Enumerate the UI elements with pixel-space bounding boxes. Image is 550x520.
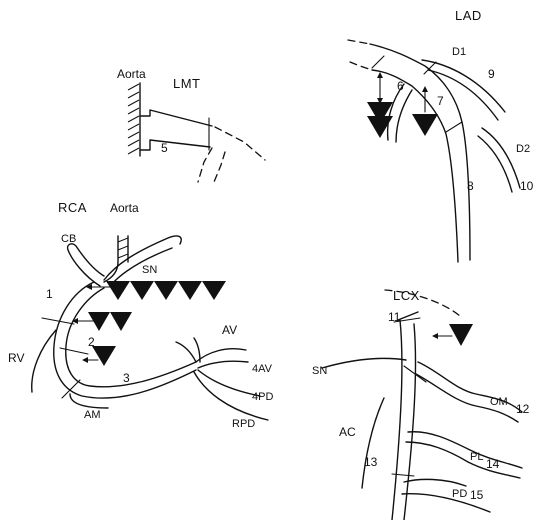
- lcx-sn-branch: [322, 358, 406, 368]
- lcx-panel: LCX SN AC OM PL PD 11 12 13 14 15: [312, 288, 530, 520]
- rca-segment-2-label: 2: [88, 335, 95, 349]
- rca-4pd-label: 4PD: [252, 391, 273, 403]
- rca-rv-branch: [32, 330, 56, 392]
- rca-aorta-hatching: [118, 238, 128, 258]
- lad-segment-7-label: 7: [437, 94, 444, 108]
- lcx-segment-12-label: 12: [516, 402, 530, 416]
- rca-4av-branch: [198, 361, 248, 368]
- lad-segment-tick-6: [372, 56, 384, 68]
- rca-segment-3-label: 3: [123, 371, 130, 385]
- rca-am-label: AM: [84, 409, 101, 421]
- rca-marker-triangle: [92, 346, 116, 366]
- lmt-aorta-label: Aorta: [117, 67, 146, 81]
- lcx-pd-branch: [404, 479, 466, 486]
- lad-arrowhead-7-up: [422, 86, 428, 92]
- lad-title: LAD: [455, 8, 482, 23]
- rca-segment-tick-2: [60, 348, 88, 354]
- lcx-segment-tick-13: [392, 474, 414, 476]
- lad-segment-tick-8: [446, 122, 462, 132]
- lad-marker-triangle: [367, 116, 393, 138]
- lmt-panel: Aorta LMT 5: [117, 67, 265, 182]
- lcx-om-label: OM: [490, 396, 508, 408]
- rca-arrowhead-1: [72, 318, 78, 324]
- lad-vessel-outer: [370, 44, 470, 260]
- rca-arrowhead-2: [82, 357, 88, 363]
- rca-aorta-left-wall: [104, 236, 118, 282]
- rca-cb-branch: [68, 244, 104, 286]
- rca-marker-triangle: [110, 312, 132, 331]
- lad-proximal-dashed-lower: [350, 62, 372, 70]
- lad-panel: LAD D1 D2 6 7 8 9 10: [348, 8, 534, 262]
- lcx-arrowhead-11: [432, 333, 438, 339]
- rca-segment-tick-3: [62, 380, 80, 398]
- lad-segment-8-label: 8: [467, 179, 474, 193]
- rca-marker-triangle: [154, 281, 178, 300]
- rca-av-nodal-2: [194, 338, 200, 362]
- lcx-vessel-right: [404, 324, 416, 520]
- lcx-marker-triangle: [449, 324, 473, 346]
- lmt-lcx-continuation: [198, 148, 212, 182]
- rca-aorta-label: Aorta: [110, 201, 139, 215]
- rca-cb-label: CB: [61, 233, 76, 245]
- rca-am-branch: [70, 394, 108, 408]
- lad-marker-triangle: [412, 114, 438, 136]
- lad-segment-6-label: 6: [397, 79, 404, 93]
- lmt-vessel-lower: [140, 140, 210, 150]
- lcx-pd-label: PD: [452, 488, 467, 500]
- rca-segment-tick-1: [42, 318, 74, 324]
- lcx-title: LCX: [393, 288, 420, 303]
- rca-4pd-branch: [198, 370, 260, 396]
- rca-av-nodal: [176, 342, 196, 362]
- lad-d1-label: D1: [452, 46, 466, 58]
- rca-marker-triangle: [178, 281, 202, 300]
- rca-4av-label: 4AV: [252, 363, 273, 375]
- lcx-segment-15-label: 15: [470, 488, 484, 502]
- rca-panel: RCA Aorta CB SN RV AV 4AV 4PD RPD AM 1 2…: [8, 200, 273, 430]
- lmt-segment-5-label: 5: [161, 141, 168, 155]
- lcx-ac-branch: [362, 398, 384, 488]
- rca-av-branch: [196, 349, 246, 362]
- rca-segment-1-label: 1: [46, 287, 53, 301]
- lad-vessel-inner: [372, 70, 458, 262]
- rca-marker-triangle: [130, 281, 154, 300]
- lad-segment-9-label: 9: [488, 67, 495, 81]
- lad-segment-10-label: 10: [520, 179, 534, 193]
- lad-proximal-dashed: [348, 40, 370, 44]
- lad-d2-label: D2: [516, 143, 530, 155]
- rca-sn-label: SN: [142, 264, 157, 276]
- lcx-vessel-left: [392, 320, 402, 520]
- lad-arrowhead-6-up: [377, 72, 383, 78]
- lad-septal-branch-2: [396, 90, 412, 142]
- lmt-lad-continuation: [215, 127, 265, 160]
- lcx-segment-14-label: 14: [486, 457, 500, 471]
- rca-title: RCA: [58, 200, 87, 215]
- lcx-sn-label: SN: [312, 365, 327, 377]
- rca-marker-triangle: [202, 281, 226, 300]
- lcx-pl-branch: [408, 432, 522, 468]
- rca-rpd-label: RPD: [232, 418, 255, 430]
- rca-marker-triangle: [106, 281, 130, 300]
- rca-av-label: AV: [222, 323, 237, 337]
- lmt-lcx-continuation-2: [214, 152, 225, 182]
- lcx-pl-branch-2: [406, 442, 520, 478]
- lcx-segment-13-label: 13: [364, 455, 378, 469]
- lad-d2-branch-2: [478, 136, 512, 192]
- lcx-pl-label: PL: [470, 451, 483, 463]
- lcx-ac-label: AC: [339, 425, 356, 439]
- rca-sn-branch-2: [110, 248, 172, 286]
- rca-rv-label: RV: [8, 351, 24, 365]
- lcx-segment-11-label: 11: [388, 310, 401, 324]
- rca-vessel-inner: [66, 288, 196, 387]
- lmt-title: LMT: [173, 76, 201, 91]
- lmt-aorta-hatching: [128, 84, 139, 154]
- lad-d2-branch: [482, 128, 520, 188]
- lmt-vessel-upper: [140, 110, 212, 126]
